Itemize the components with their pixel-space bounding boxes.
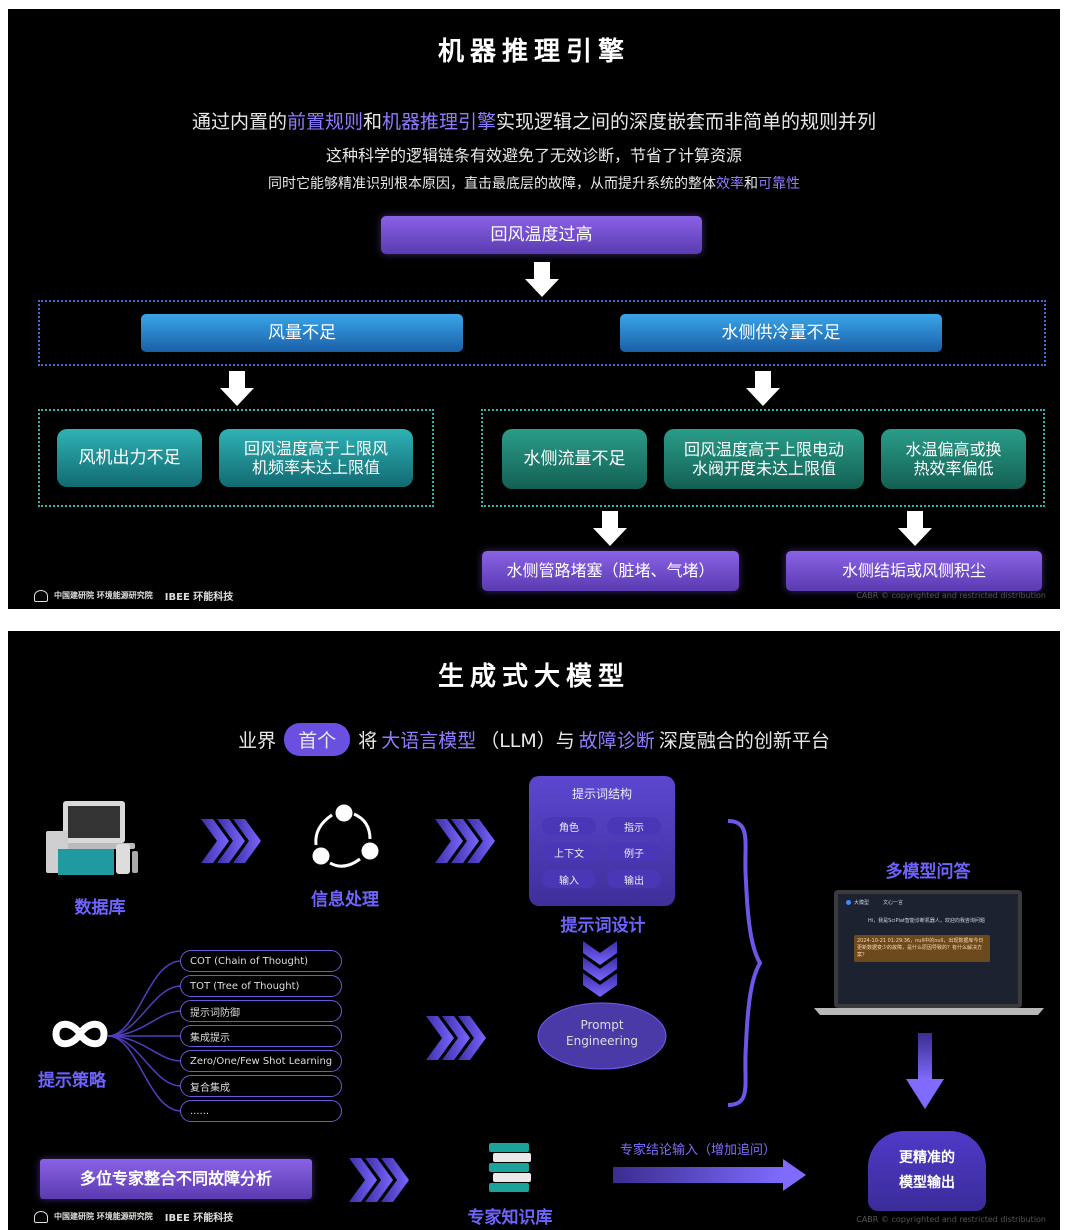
subtitle-text-b: 将 xyxy=(358,730,378,752)
chevrons-1 xyxy=(201,819,261,863)
node-air-volume: 风量不足 xyxy=(141,314,463,352)
subtitle-highlight-llm: 大语言模型 xyxy=(381,730,477,752)
chevrons-4 xyxy=(349,1158,409,1202)
prompt-design-label: 提示词设计 xyxy=(560,916,646,936)
slide2-subtitle: 业界 首个 将大语言模型（LLM）与故障诊断深度融合的创新平台 xyxy=(8,723,1060,756)
infinity-icon xyxy=(52,1020,108,1048)
model-dot-icon xyxy=(846,900,851,905)
laptop-screen: 大模型 文心一言 Hi，我是SciPlat智能诊断机器人，欢迎向我咨询问题 20… xyxy=(846,899,1012,999)
node-water-cooling: 水侧供冷量不足 xyxy=(620,314,942,352)
expert-input-arrow xyxy=(613,1159,806,1191)
slide1-arrows xyxy=(220,262,932,546)
line1-highlight-rules: 前置规则 xyxy=(286,111,363,133)
node-valve-opening: 回风温度高于上限电动 水阀开度未达上限值 xyxy=(664,429,864,489)
first-badge: 首个 xyxy=(284,723,351,756)
cabr-logo-icon xyxy=(34,1210,48,1223)
level1-frame xyxy=(38,300,1046,366)
database-computer-icon xyxy=(46,801,138,875)
tag-example: 例子 xyxy=(607,843,661,861)
slide2-title: 生成式大模型 xyxy=(437,662,630,692)
subtitle-text-c: （LLM）与 xyxy=(480,730,575,752)
subtitle-text-d: 深度融合的创新平台 xyxy=(658,730,830,752)
strategy-ensemble: 集成提示 xyxy=(180,1025,342,1047)
cabr-logo-icon xyxy=(34,589,48,602)
info-processing-cycle-icon xyxy=(312,804,379,868)
line3-highlight-reliability: 可靠性 xyxy=(758,176,800,192)
tag-context: 上下文 xyxy=(542,843,596,861)
node-fan-frequency: 回风温度高于上限风 机频率未达上限值 xyxy=(219,429,413,487)
line3-text-a: 同时它能够精准识别根本原因，直击最底层的故障，从而提升系统的整体 xyxy=(268,176,716,192)
knowledge-base-label: 专家知识库 xyxy=(467,1208,553,1228)
slide2-copyright: CABR © copyrighted and restricted distri… xyxy=(856,1215,1046,1224)
database-label: 数据库 xyxy=(74,898,126,918)
strategy-prompt-defense: 提示词防御 xyxy=(180,1000,342,1022)
chevrons-3 xyxy=(426,1016,486,1060)
precise-output-box: 更精准的 模型输出 xyxy=(868,1131,986,1211)
subtitle-text-a: 业界 xyxy=(238,730,277,752)
slide1-title: 机器推理引擎 xyxy=(437,37,630,67)
slide1-line2: 这种科学的逻辑链条有效避免了无效诊断，节省了计算资源 xyxy=(325,146,742,165)
node-water-flow: 水侧流量不足 xyxy=(502,429,647,489)
user-message: 2024-10-21 01:29:36，null中的null，出现数据库今日更新… xyxy=(854,935,990,962)
slide-machine-reasoning: 机器推理引擎 通过内置的前置规则和机器推理引擎实现逻辑之间的深度嵌套而非简单的规… xyxy=(8,9,1060,609)
line3-highlight-efficiency: 效率 xyxy=(716,176,744,192)
line1-text-b: 和 xyxy=(362,111,382,133)
right-brace-icon xyxy=(727,819,763,1107)
chevrons-2 xyxy=(435,819,495,863)
slide1-footer-logos: 中国建研院 环境能源研究院 IBEE 环能科技 xyxy=(34,588,233,603)
node-scaling-dust: 水侧结垢或风侧积尘 xyxy=(786,551,1042,591)
tag-instruction: 指示 xyxy=(607,817,661,835)
laptop-tab-1-label: 大模型 xyxy=(854,900,870,906)
line3-text-b: 和 xyxy=(744,176,758,192)
tag-output: 输出 xyxy=(607,870,661,888)
arrow-down-flow xyxy=(593,511,627,546)
slide1-copyright: CABR © copyrighted and restricted distri… xyxy=(856,591,1046,600)
slide1-line1: 通过内置的前置规则和机器推理引擎实现逻辑之间的深度嵌套而非简单的规则并列 xyxy=(8,107,1060,134)
line1-text-a: 通过内置的 xyxy=(191,111,287,133)
left-children-frame xyxy=(38,409,434,507)
laptop-tab-2: 文心一言 xyxy=(883,900,904,906)
knowledge-books-icon xyxy=(489,1143,531,1192)
node-pipe-blockage: 水侧管路堵塞（脏堵、气堵） xyxy=(482,551,739,591)
slide-generative-model: 生成式大模型 业界 首个 将大语言模型（LLM）与故障诊断深度融合的创新平台 xyxy=(8,631,1060,1230)
prompt-engineering-label: Prompt Engineering xyxy=(566,1018,638,1048)
bot-message: Hi，我是SciPlat智能诊断机器人，欢迎向我咨询问题 xyxy=(868,918,985,924)
org-name: 中国建研院 环境能源研究院 xyxy=(54,591,153,600)
node-fan-output: 风机出力不足 xyxy=(57,429,202,487)
multi-model-qa-label: 多模型问答 xyxy=(885,862,971,882)
strategy-connectors xyxy=(107,960,182,1112)
tag-input: 输入 xyxy=(542,870,596,888)
line1-text-c: 实现逻辑之间的深度嵌套而非简单的规则并列 xyxy=(496,111,877,133)
info-processing-label: 信息处理 xyxy=(311,890,379,910)
slide1-line3: 同时它能够精准识别根本原因，直击最底层的故障，从而提升系统的整体效率和可靠性 xyxy=(8,173,1060,193)
brand-name: IBEE 环能科技 xyxy=(164,592,234,603)
arrow-down-left xyxy=(220,371,254,406)
strategy-cot: COT (Chain of Thought) xyxy=(180,950,342,972)
strategy-tot: TOT (Tree of Thought) xyxy=(180,975,342,997)
chevrons-down xyxy=(583,941,617,997)
strategy-composite: 复合集成 xyxy=(180,1075,342,1097)
tag-role: 角色 xyxy=(542,817,596,835)
root-node: 回风温度过高 xyxy=(381,216,702,254)
strategy-few-shot: Zero/One/Few Shot Learning xyxy=(180,1050,342,1072)
expert-integration-box: 多位专家整合不同故障分析 xyxy=(40,1159,312,1199)
laptop-tab-1: 大模型 xyxy=(846,899,869,906)
brand-name: IBEE 环能科技 xyxy=(164,1213,234,1224)
strategy-label: 提示策略 xyxy=(38,1071,106,1091)
arrow-down-root xyxy=(525,262,559,297)
prompt-engineering-ellipse xyxy=(537,1002,667,1070)
right-children-frame xyxy=(481,409,1045,507)
line1-highlight-engine: 机器推理引擎 xyxy=(382,111,497,133)
subtitle-highlight-diagnosis: 故障诊断 xyxy=(578,730,655,752)
expert-input-label: 专家结论输入（增加追问） xyxy=(620,1143,777,1158)
arrow-down-temp xyxy=(898,511,932,546)
slide2-footer-logos: 中国建研院 环境能源研究院 IBEE 环能科技 xyxy=(34,1209,233,1224)
arrow-down-right xyxy=(746,371,780,406)
strategy-more: ...... xyxy=(180,1100,342,1122)
prompt-structure-title: 提示词结构 xyxy=(571,787,632,801)
node-water-temp: 水温偏高或换 热效率偏低 xyxy=(881,429,1026,489)
output-arrow-down xyxy=(906,1033,944,1109)
org-name: 中国建研院 环境能源研究院 xyxy=(54,1212,153,1221)
